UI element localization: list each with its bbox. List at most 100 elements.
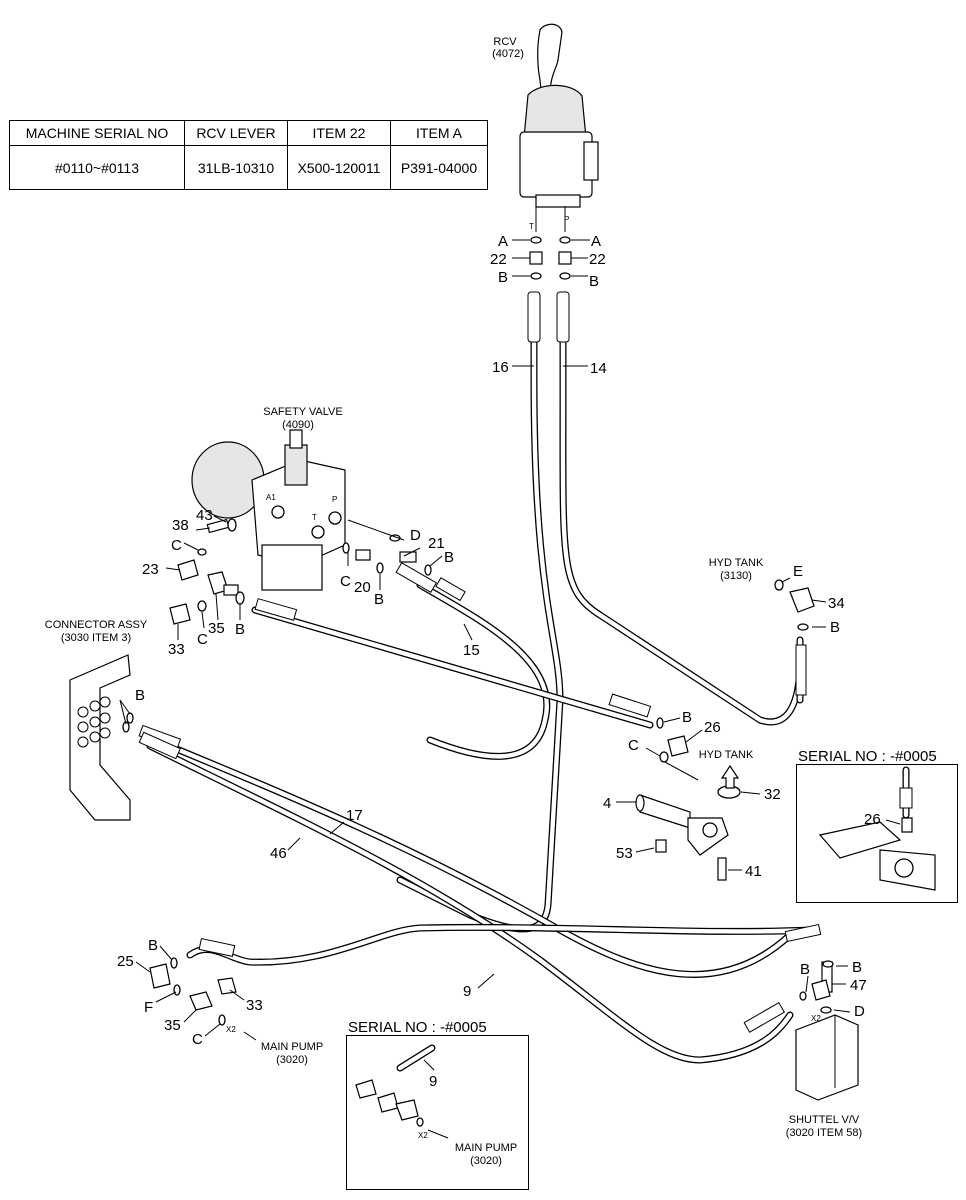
rcv-ref: (4072) <box>492 48 524 60</box>
callout-17: 17 <box>346 807 363 824</box>
safety-valve-fittings <box>169 518 432 625</box>
main-pump-ref: (3020) <box>276 1054 308 1066</box>
rcv-fittings <box>529 236 572 280</box>
hyd-tank-arrow-label: HYD TANK <box>699 749 754 761</box>
callout-25: 25 <box>117 953 134 970</box>
hose-14 <box>559 336 804 726</box>
connector-assy-ref: (3030 ITEM 3) <box>61 632 131 644</box>
callout-14: 14 <box>590 360 607 377</box>
shuttle-valve <box>795 960 859 1101</box>
callout-21: 21 <box>428 535 445 552</box>
sv-port-t: T <box>312 513 317 522</box>
callout-b: B <box>135 687 145 704</box>
hyd-tank-fitting <box>774 579 815 631</box>
callout-35: 35 <box>164 1017 181 1034</box>
rcv-port-t: T <box>529 222 534 231</box>
callout-26: 26 <box>864 811 881 828</box>
hose-9 <box>186 923 814 966</box>
hose-16 <box>396 336 564 933</box>
rcv-port-p: P <box>564 215 569 224</box>
callout-26: 26 <box>704 719 721 736</box>
inset-box-bottom <box>346 1035 529 1190</box>
hose-17 <box>146 734 794 978</box>
connector-assy-label: CONNECTOR ASSY <box>45 619 148 631</box>
callout-47: 47 <box>850 977 867 994</box>
hose-15 <box>416 581 551 760</box>
shuttle-valve-ref: (3020 ITEM 58) <box>786 1127 862 1139</box>
inset-right-title: SERIAL NO : -#0005 <box>798 748 937 765</box>
sv-port-a1: A1 <box>266 493 276 502</box>
callout-b: B <box>444 549 454 566</box>
connector-assy-bracket <box>69 654 134 821</box>
callout-c: C <box>628 737 639 754</box>
callout-b: B <box>800 961 810 978</box>
safety-valve-ref: (4090) <box>282 419 314 431</box>
callout-c: C <box>340 573 351 590</box>
hyd-tank-ref: (3130) <box>720 570 752 582</box>
callout-b: B <box>148 937 158 954</box>
inset-main-pump-ref: (3020) <box>470 1155 502 1167</box>
shuttle-valve-label: SHUTTEL V/V <box>789 1114 860 1126</box>
table-cell: P391-04000 <box>390 145 488 190</box>
callout-c: C <box>192 1031 203 1048</box>
callout-a: A <box>591 233 601 250</box>
callout-9: 9 <box>463 983 471 1000</box>
inset-main-pump-label: MAIN PUMP <box>455 1142 517 1154</box>
sv-port-p: P <box>332 495 337 504</box>
callout-38: 38 <box>172 517 189 534</box>
callout-b: B <box>235 621 245 638</box>
callout-43: 43 <box>196 507 213 524</box>
callout-20: 20 <box>354 579 371 596</box>
inset-bottom-content <box>355 1044 436 1127</box>
callout-4: 4 <box>603 795 611 812</box>
table-header-cell: MACHINE SERIAL NO <box>9 120 185 146</box>
callout-f: F <box>144 999 153 1016</box>
leader-lines <box>119 239 901 1139</box>
callout-b: B <box>682 709 692 726</box>
x2-shuttle: X2 <box>811 1014 821 1023</box>
x2-inset: X2 <box>418 1131 428 1140</box>
table-header-cell: RCV LEVER <box>184 120 288 146</box>
callout-33: 33 <box>246 997 263 1014</box>
serial-table: MACHINE SERIAL NO RCV LEVER ITEM 22 ITEM… <box>9 120 488 190</box>
safety-valve-body <box>191 429 346 591</box>
hose-46 <box>146 742 794 1064</box>
table-cell: X500-120011 <box>287 145 391 190</box>
table-header-cell: ITEM A <box>390 120 488 146</box>
callout-41: 41 <box>745 863 762 880</box>
callout-22: 22 <box>490 251 507 268</box>
safety-valve-label: SAFETY VALVE <box>263 406 342 418</box>
hyd-tank-block <box>635 717 741 881</box>
callout-32: 32 <box>764 786 781 803</box>
callout-46: 46 <box>270 845 287 862</box>
hose-safety-to-shuttle <box>251 606 654 729</box>
callout-d: D <box>854 1003 865 1020</box>
x2-pump: X2 <box>226 1025 236 1034</box>
callout-d: D <box>410 527 421 544</box>
callout-e: E <box>793 563 803 580</box>
callout-b: B <box>852 959 862 976</box>
callout-9: 9 <box>429 1073 437 1090</box>
callout-a: A <box>498 233 508 250</box>
callout-35: 35 <box>208 620 225 637</box>
callout-b: B <box>830 619 840 636</box>
serial-table-header-row: MACHINE SERIAL NO RCV LEVER ITEM 22 ITEM… <box>9 120 488 146</box>
inset-right-content <box>818 766 936 891</box>
callout-b: B <box>374 591 384 608</box>
callout-23: 23 <box>142 561 159 578</box>
main-pump-fittings <box>149 957 237 1026</box>
hyd-tank-label: HYD TANK <box>709 557 764 569</box>
rcv-label: RCV <box>493 36 517 48</box>
inset-box-right <box>796 764 958 903</box>
callout-c: C <box>171 537 182 554</box>
inset-bottom-title: SERIAL NO : -#0005 <box>348 1019 487 1036</box>
rcv-lever-assembly <box>519 23 599 232</box>
main-pump-label: MAIN PUMP <box>261 1041 323 1053</box>
callout-53: 53 <box>616 845 633 862</box>
serial-table-row: #0110~#0113 31LB-10310 X500-120011 P391-… <box>9 145 488 190</box>
callout-15: 15 <box>463 642 480 659</box>
callout-16: 16 <box>492 359 509 376</box>
callout-c: C <box>197 631 208 648</box>
callout-33: 33 <box>168 641 185 658</box>
